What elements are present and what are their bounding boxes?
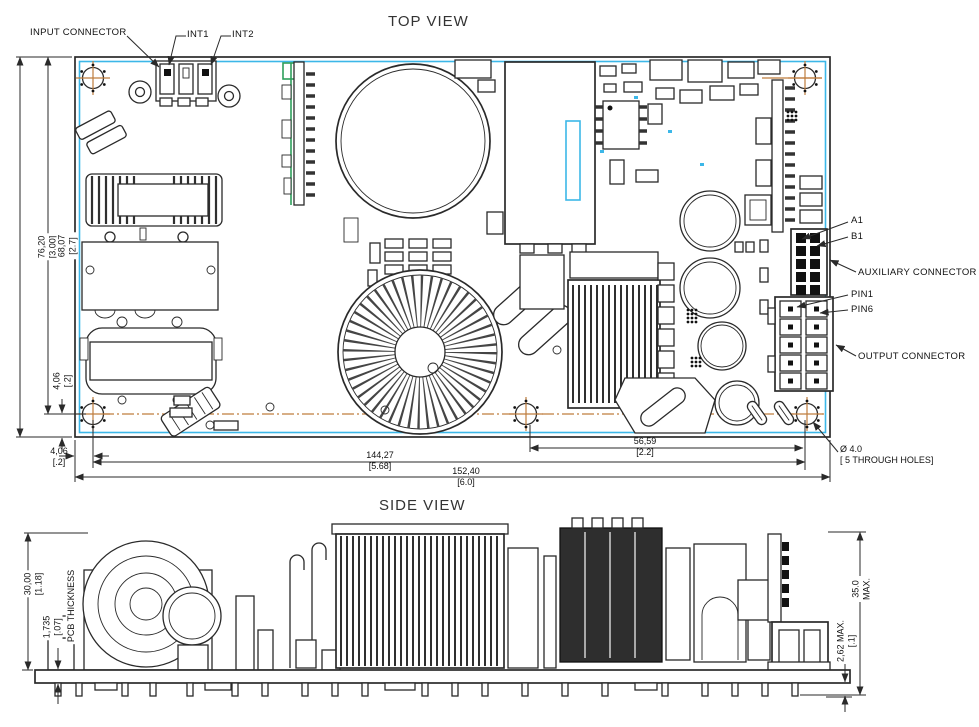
- top-view-dimensions: [16, 56, 839, 482]
- dim-board-height: 76,20[3.00]: [36, 233, 58, 261]
- dim-pcb-thickness: 1,735[.07]: [41, 613, 63, 641]
- toroid-inductor: [337, 269, 503, 435]
- right-daughterboard: [734, 79, 823, 315]
- main-heatsink: [504, 61, 596, 254]
- label-leaders: [126, 35, 857, 357]
- small-components-top: [454, 59, 781, 235]
- pin6-label: PIN6: [851, 304, 874, 315]
- pin1-label: PIN1: [851, 289, 874, 300]
- dot-clusters: [686, 110, 798, 368]
- mounting-holes: [74, 59, 826, 433]
- dim-right-hole-span: 56,59[2.2]: [633, 436, 657, 457]
- output-heatsink-finned: [519, 251, 675, 409]
- side-view-dimensions: [22, 531, 866, 712]
- dim-hole-offset-vertical: 4,06[.2]: [51, 370, 73, 392]
- a1-label: A1: [851, 215, 864, 226]
- bridge-module: [81, 241, 219, 319]
- auxiliary-connector-label: AUXILIARY CONNECTOR: [858, 267, 977, 278]
- bulk-capacitor: [335, 63, 491, 219]
- output-connector: [767, 296, 834, 392]
- b1-label: B1: [851, 231, 864, 242]
- output-connector-label: OUTPUT CONNECTOR: [858, 351, 966, 362]
- side-view-drawing: [22, 517, 866, 712]
- top-view-drawing: [16, 35, 857, 482]
- dim-pcb-thickness-label: PCB THICKNESS: [65, 567, 77, 645]
- soic-ic: [595, 100, 647, 150]
- output-capacitors: [614, 190, 795, 434]
- left-daughterboard: [281, 61, 359, 243]
- dim-lead-protrusion: 2,62 MAX.[.1]: [835, 617, 857, 665]
- auxiliary-connector: [790, 228, 828, 296]
- dim-hole-offset-horizontal: 4,06[.2]: [50, 446, 68, 467]
- pcb-side: [34, 669, 851, 697]
- input-transformer: [79, 316, 223, 405]
- dim-height-to-centerline: 68,07[2.7]: [56, 232, 78, 260]
- int1-label: INT1: [187, 29, 209, 40]
- dim-component-height: 30,00[1.18]: [22, 570, 44, 598]
- top-view-title: TOP VIEW: [388, 13, 469, 30]
- dim-hole-span: 144,27[5.68]: [366, 450, 394, 471]
- side-components: [47, 517, 831, 673]
- input-connector-label: INPUT CONNECTOR: [30, 27, 127, 38]
- bottom-small-components: [169, 395, 390, 431]
- input-terminal-block: [128, 60, 241, 108]
- side-view-title: SIDE VIEW: [379, 497, 466, 514]
- emi-choke: [85, 173, 223, 243]
- int2-label: INT2: [232, 29, 254, 40]
- fuse-components: [75, 110, 127, 155]
- dim-hole-diameter-note: Ø 4.0[ 5 THROUGH HOLES]: [840, 444, 934, 465]
- dim-overall-width: 152,40[6.0]: [452, 466, 480, 487]
